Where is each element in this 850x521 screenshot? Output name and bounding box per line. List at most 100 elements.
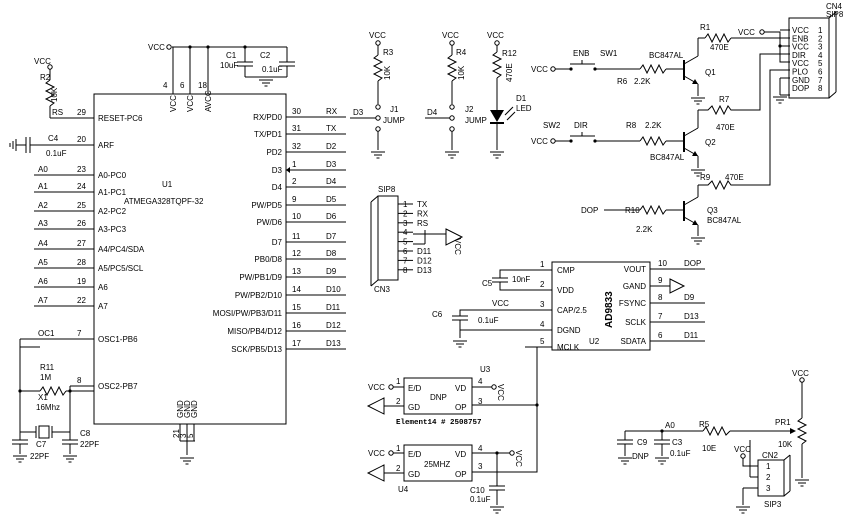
r11-value: 1M bbox=[40, 373, 51, 382]
mcu-left-pin-num: 20 bbox=[77, 135, 86, 144]
mcu-left-pin-name: A1-PC1 bbox=[98, 188, 127, 197]
jumper-j2: VCC R4 10K J2 JUMP D4 bbox=[425, 31, 487, 159]
cn2-ref: CN2 bbox=[762, 451, 779, 460]
c1-value: 10uF bbox=[220, 61, 238, 70]
pot-section: VCC PR1 10K R5 10E A0 C9 DNP C3 0.1uF bbox=[617, 369, 810, 487]
sw1-ref: SW1 bbox=[600, 49, 618, 58]
gnd-c1c2 bbox=[258, 79, 274, 87]
r8-value: 2.2K bbox=[645, 121, 662, 130]
mcu-right-pin-name: D4 bbox=[272, 183, 283, 192]
cn4-pin-num: 6 bbox=[818, 68, 823, 77]
svg-text:3: 3 bbox=[478, 462, 483, 471]
j2-net: D4 bbox=[427, 108, 438, 117]
dds-right-pin-num: 10 bbox=[658, 259, 667, 268]
q1-ref: Q1 bbox=[705, 68, 716, 77]
r12-value: 470E bbox=[505, 63, 514, 82]
cn3-pin-num: 5 bbox=[403, 238, 408, 247]
svg-text:1: 1 bbox=[396, 377, 401, 386]
mcu-left-pin-num: 23 bbox=[77, 165, 86, 174]
c2-value: 0.1uF bbox=[262, 65, 283, 74]
c5-value: 10nF bbox=[512, 275, 530, 284]
r4-ref: R4 bbox=[456, 48, 467, 57]
c8-ref: C8 bbox=[80, 429, 91, 438]
mcu-right-pin-name: D7 bbox=[272, 238, 283, 247]
mcu-d3-arrow bbox=[286, 167, 290, 173]
cn4-pin-net: VCC bbox=[792, 59, 809, 68]
cn4-pin-num: 4 bbox=[818, 51, 823, 60]
mcu-left-pin-name: A7 bbox=[98, 302, 108, 311]
svg-text:2: 2 bbox=[396, 397, 401, 406]
sw1-label: ENB bbox=[573, 49, 589, 58]
cn4-pin-num: 1 bbox=[818, 26, 823, 35]
q3-ref: Q3 bbox=[707, 206, 718, 215]
mcu-right-pin-num: 32 bbox=[292, 142, 301, 151]
mcu-right-pin-name: RX/PD0 bbox=[253, 113, 282, 122]
mcu-top-pin-name: VCC bbox=[186, 95, 195, 112]
mcu-left-pin-name: OSC2-PB7 bbox=[98, 382, 138, 391]
svg-text:3: 3 bbox=[766, 484, 771, 493]
mcu-right-net: D11 bbox=[326, 303, 341, 312]
r7-ref: R7 bbox=[719, 95, 730, 104]
j1-label: JUMP bbox=[383, 116, 405, 125]
mcu-left-pin-name: RESET-PC6 bbox=[98, 114, 143, 123]
mcu-left-pin-name: A2-PC2 bbox=[98, 207, 127, 216]
svg-text:VCC: VCC bbox=[514, 450, 523, 467]
svg-text:1: 1 bbox=[396, 444, 401, 453]
cn3-ref: CN3 bbox=[374, 285, 391, 294]
c4-ref: C4 bbox=[48, 134, 59, 143]
dds-right-net: D13 bbox=[684, 312, 699, 321]
dds-right-net: D11 bbox=[684, 331, 699, 340]
r1-ref: R1 bbox=[700, 23, 711, 32]
mcu-right-pin-num: 15 bbox=[292, 303, 301, 312]
cn4-pin-net: PLO bbox=[792, 68, 808, 77]
mcu-power-rail: VCC C1 10uF C2 0.1uF bbox=[148, 43, 295, 94]
svg-text:2: 2 bbox=[396, 464, 401, 473]
svg-text:VD: VD bbox=[455, 450, 466, 459]
cn4-pin-num: 8 bbox=[818, 84, 823, 93]
mcu-right-pin-num: 9 bbox=[292, 195, 297, 204]
dds-right-pin-num: 7 bbox=[658, 312, 663, 321]
mcu-left-pin-num: 7 bbox=[77, 329, 82, 338]
cn3-type: SIP8 bbox=[378, 185, 396, 194]
cn3-pin-num: 1 bbox=[403, 200, 408, 209]
dds-left-pin-name: CAP/2.5 bbox=[557, 306, 587, 315]
mcu-bottom-pin-num: 3 bbox=[179, 433, 188, 438]
mcu-left-net: A2 bbox=[38, 201, 48, 210]
svg-text:4: 4 bbox=[478, 444, 483, 453]
cn2-type: SIP3 bbox=[764, 500, 782, 509]
c7-ref: C7 bbox=[36, 440, 47, 449]
dds-left-pin-num: 5 bbox=[540, 337, 545, 346]
mcu-left-pins: 29RESET-PC6RS20ARF23A0-PC0A024A1-PC1A125… bbox=[19, 108, 145, 391]
mcu-left-net: A0 bbox=[38, 165, 48, 174]
svg-text:GD: GD bbox=[408, 403, 420, 412]
svg-text:VCC: VCC bbox=[792, 369, 809, 378]
dds-right-pin-name: VOUT bbox=[624, 265, 646, 274]
mcu-top-pin-num: 4 bbox=[163, 81, 168, 90]
pr1-value: 10K bbox=[778, 440, 793, 449]
svg-text:E/D: E/D bbox=[408, 384, 422, 393]
j2-label: JUMP bbox=[465, 116, 487, 125]
mcu-right-pin-num: 2 bbox=[292, 177, 297, 186]
mcu-ref: U1 bbox=[162, 180, 173, 189]
mcu-right-net: TX bbox=[326, 124, 337, 133]
dds-right-net: DOP bbox=[684, 259, 701, 268]
mcu-top-pin-num: 18 bbox=[198, 81, 207, 90]
mcu-left-pin-name: A6 bbox=[98, 283, 108, 292]
cn4-vcc-label: VCC bbox=[738, 28, 755, 37]
cn3-pin-num: 7 bbox=[403, 256, 408, 265]
cn3-pin-num: 4 bbox=[403, 228, 408, 237]
q2-part: BC847AL bbox=[650, 153, 685, 162]
mcu-right-net: D8 bbox=[326, 249, 337, 258]
mcu-right-pin-name: SCK/PB5/D13 bbox=[231, 345, 282, 354]
r6-value: 2.2K bbox=[634, 77, 651, 86]
mcu-right-pin-name: PW/PD5 bbox=[251, 201, 282, 210]
mcu-right-pin-name: PB0/D8 bbox=[254, 255, 282, 264]
mcu-right-pin-num: 30 bbox=[292, 107, 301, 116]
mcu-left-net: A1 bbox=[38, 182, 48, 191]
